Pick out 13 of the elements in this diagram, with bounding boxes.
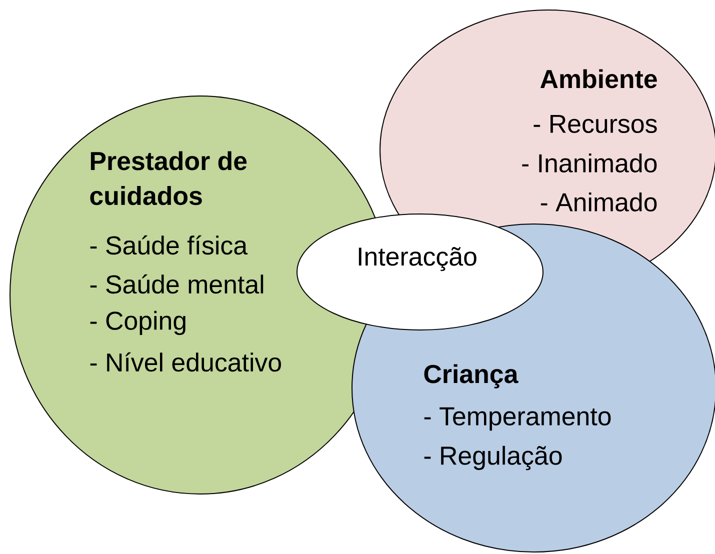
list-item: - Saúde física — [90, 235, 248, 255]
label: Interacção — [358, 246, 476, 272]
list-item: - Recursos — [534, 114, 657, 134]
list-item: - Animado — [540, 192, 657, 212]
list-item: - Coping — [90, 310, 186, 336]
heading: Criança — [424, 364, 518, 388]
heading: Prestador de cuidados — [90, 151, 247, 206]
list-item: - Nível educativo — [90, 352, 281, 372]
heading: Ambiente — [540, 69, 657, 88]
list-item: - Regulação — [424, 446, 562, 470]
list-item: - Inanimado — [522, 153, 657, 172]
list-item: - Saúde mental — [90, 274, 264, 294]
list-item: - Temperamento — [424, 407, 611, 431]
